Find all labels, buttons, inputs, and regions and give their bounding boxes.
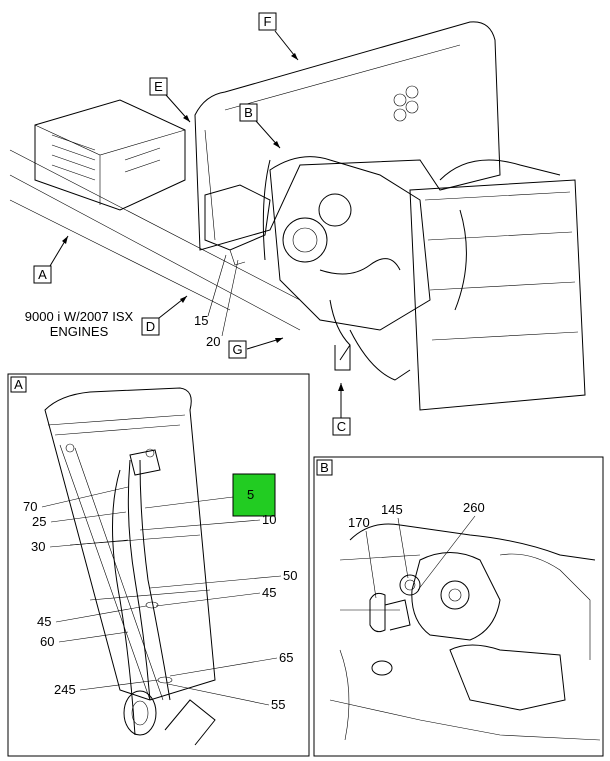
callout-145: 145	[381, 502, 409, 579]
svg-text:D: D	[146, 319, 155, 334]
svg-text:65: 65	[279, 650, 293, 665]
detail-panel-b: B	[313, 456, 604, 757]
view-letter-f: F	[258, 12, 299, 61]
view-letter-g: G	[228, 337, 284, 359]
view-letter-d: D	[141, 295, 188, 336]
svg-text:10: 10	[262, 512, 276, 527]
view-letter-a: A	[33, 235, 69, 284]
engine-caption-line-2: ENGINES	[50, 324, 109, 339]
engine-caption-line-1: 9000 i W/2007 ISX	[25, 309, 134, 324]
view-letter-e: E	[149, 77, 191, 123]
svg-text:5: 5	[247, 487, 254, 502]
svg-text:30: 30	[31, 539, 45, 554]
svg-text:B: B	[244, 105, 253, 120]
svg-text:G: G	[232, 342, 242, 357]
panel-a-title: A	[14, 377, 23, 392]
svg-text:E: E	[154, 79, 163, 94]
detail-panel-a: A	[7, 373, 310, 757]
callout-45-right: 45	[155, 585, 276, 607]
svg-text:55: 55	[271, 697, 285, 712]
svg-text:260: 260	[463, 500, 485, 515]
callout-25: 25	[32, 511, 127, 529]
main-assembly-drawing	[9, 21, 586, 411]
svg-text:145: 145	[381, 502, 403, 517]
callout-260: 260	[417, 500, 485, 591]
panel-b-title: B	[320, 460, 329, 475]
view-letter-c: C	[332, 383, 351, 436]
callout-50: 50	[149, 568, 297, 589]
svg-text:245: 245	[54, 682, 76, 697]
svg-text:C: C	[337, 419, 346, 434]
callout-170: 170	[348, 515, 377, 599]
callout-15: 15	[194, 254, 227, 328]
callout-20: 20	[206, 259, 239, 349]
callout-10: 10	[139, 512, 276, 531]
svg-text:170: 170	[348, 515, 370, 530]
callout-60: 60	[40, 631, 129, 649]
callout-65: 65	[169, 650, 293, 677]
callout-55: 55	[167, 683, 285, 712]
svg-text:50: 50	[283, 568, 297, 583]
callout-5-highlight: 5	[144, 473, 276, 517]
svg-text:45: 45	[262, 585, 276, 600]
svg-text:25: 25	[32, 514, 46, 529]
svg-text:15: 15	[194, 313, 208, 328]
callout-45-left: 45	[37, 605, 147, 629]
callout-70: 70	[23, 486, 129, 514]
svg-text:70: 70	[23, 499, 37, 514]
callout-245: 245	[54, 679, 159, 697]
svg-text:A: A	[38, 267, 47, 282]
svg-text:60: 60	[40, 634, 54, 649]
svg-text:20: 20	[206, 334, 220, 349]
svg-text:45: 45	[37, 614, 51, 629]
svg-text:F: F	[264, 14, 272, 29]
view-letter-b: B	[239, 103, 281, 149]
callout-30: 30	[31, 539, 129, 554]
